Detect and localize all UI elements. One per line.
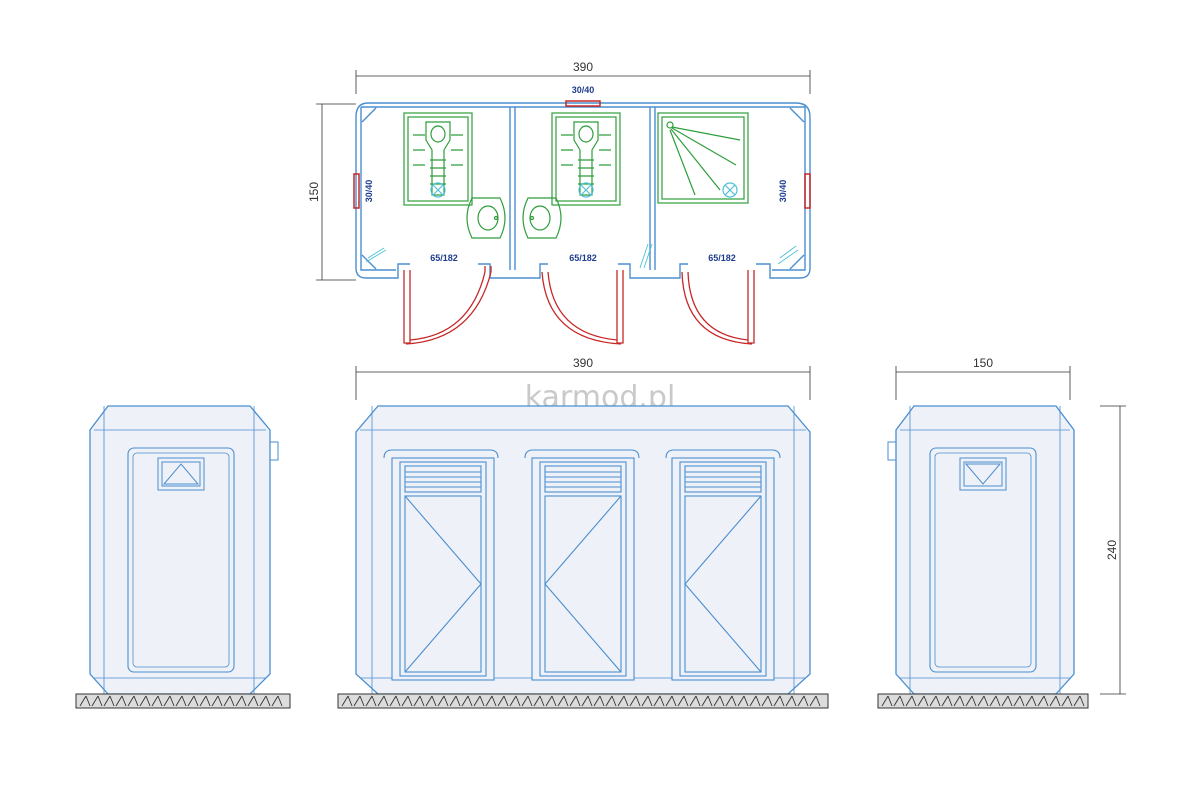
top-vent — [565, 100, 601, 107]
plan-vents: 30/40 30/40 30/40 — [353, 85, 811, 209]
side-height-label: 240 — [1105, 540, 1119, 560]
left-vent-label: 30/40 — [364, 180, 374, 203]
right-side-elevation: 150 240 — [877, 356, 1126, 709]
right-side-panel — [929, 447, 1037, 673]
left-side-panel — [127, 447, 235, 673]
door-swings — [403, 266, 755, 345]
plan-depth-label: 150 — [307, 182, 321, 202]
right-vent — [804, 173, 811, 209]
door-3-label: 65/182 — [708, 253, 736, 263]
left-side-elevation — [75, 405, 291, 709]
left-side-vent — [157, 457, 205, 491]
front-width-label: 390 — [573, 356, 593, 370]
front-base — [337, 693, 829, 709]
plan-small-notes — [365, 243, 799, 269]
right-side-vent — [959, 457, 1007, 491]
plan-depth-dimension: 150 — [307, 103, 356, 281]
front-door-2 — [524, 449, 640, 681]
side-height-dimension: 240 — [1100, 405, 1126, 695]
front-door-3 — [665, 449, 781, 681]
front-door-1 — [383, 449, 499, 681]
side-width-label: 150 — [973, 356, 993, 370]
left-vent — [353, 173, 360, 209]
top-vent-label: 30/40 — [572, 85, 595, 95]
side-width-dimension: 150 — [895, 356, 1071, 400]
right-vent-label: 30/40 — [778, 180, 788, 203]
front-elevation: 390 — [337, 356, 829, 709]
plan-walls — [355, 102, 811, 279]
shower-tray — [657, 112, 749, 204]
sink-2 — [522, 197, 562, 239]
floor-plan: 390 150 30/40 30 — [307, 60, 811, 345]
sink-1 — [466, 197, 506, 239]
door-2-label: 65/182 — [569, 253, 597, 263]
front-width-dimension: 390 — [355, 356, 811, 400]
squat-toilet-1 — [403, 112, 473, 206]
plan-width-label: 390 — [573, 60, 593, 74]
squat-toilet-2 — [551, 112, 621, 206]
plan-width-dimension: 390 — [355, 60, 811, 94]
door-1-label: 65/182 — [430, 253, 458, 263]
